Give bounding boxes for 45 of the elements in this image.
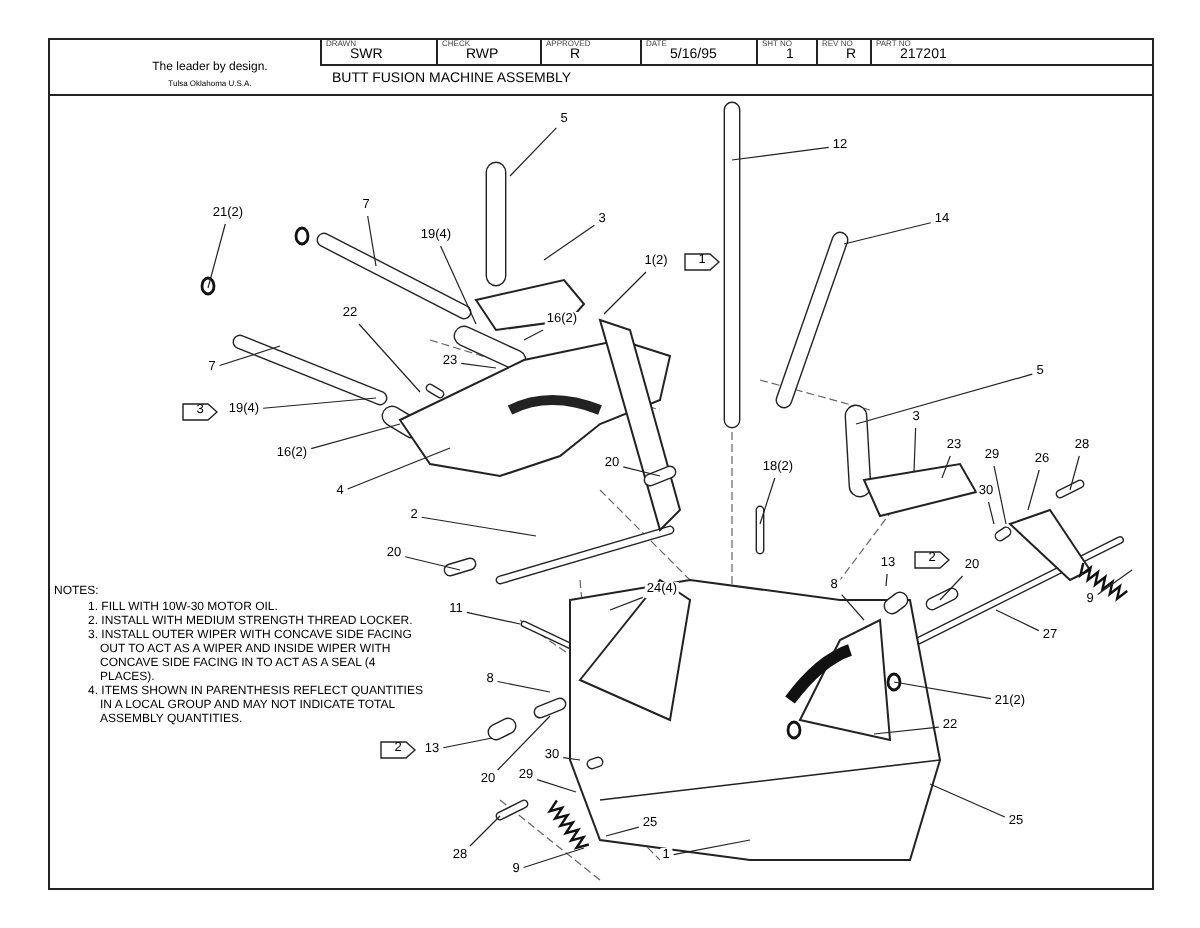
leader-line [442,737,493,749]
leader-line [466,611,521,625]
leader-line [523,847,585,869]
leader-line [609,596,644,611]
leader-line [605,826,640,837]
leader-line [873,726,940,735]
leader-line [622,466,661,477]
leader-line [439,245,477,325]
leader-line [358,323,421,393]
leader-line [885,573,888,587]
leader-line [893,681,992,700]
leader-line [759,477,776,525]
leader-line [987,501,995,525]
leader-line [497,680,551,693]
leader-line [939,575,964,601]
leader-line [421,516,537,537]
leader-line [855,373,1033,425]
leader-line [207,223,226,289]
leader-line [310,423,401,450]
leader-line [603,271,647,315]
leader-line [562,757,581,761]
leader-line [536,779,577,793]
leader-line [219,345,281,367]
leader-line [460,362,497,369]
leader-line [262,397,377,409]
leader-line [913,427,917,473]
leader-line [841,594,865,621]
leader-line [673,839,751,856]
leader-line [1027,469,1040,511]
leader-line [347,447,451,490]
leader-line [1069,455,1080,491]
leader-line [523,329,544,341]
leader-line [367,215,377,267]
leader-line [731,146,830,161]
leader-line [929,783,1006,818]
leader-line [404,556,461,571]
leader-line [543,224,595,261]
leader-line [1097,569,1133,596]
leader-line [993,465,1007,525]
leader-line [843,222,932,245]
leader-line [509,127,557,177]
leader-line [469,815,501,847]
leader-line [497,715,551,771]
leader-line [941,455,951,479]
leader-line [995,609,1040,632]
